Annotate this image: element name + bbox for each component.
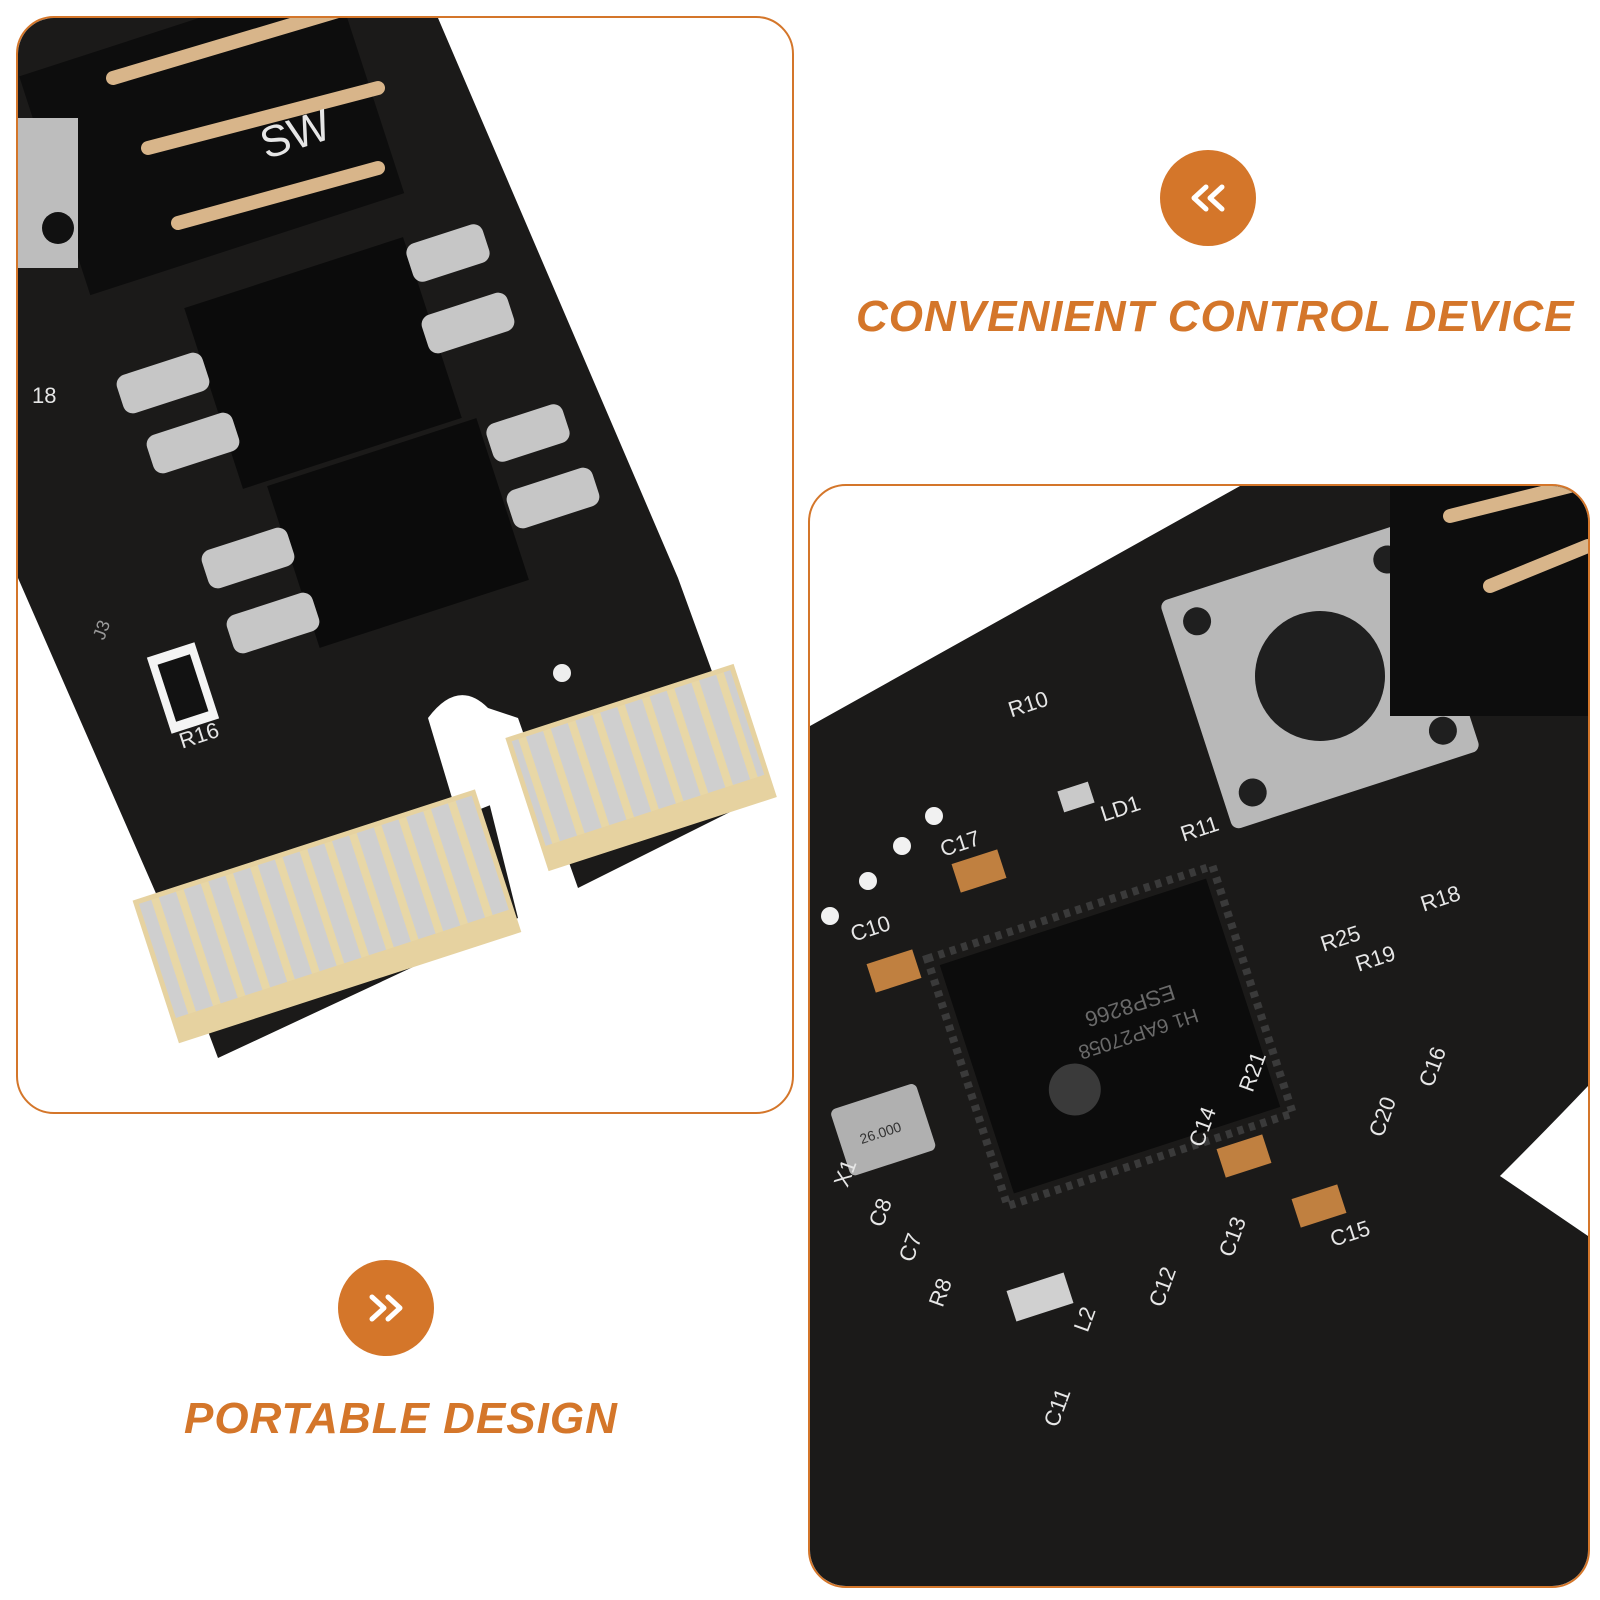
double-chevron-left-icon bbox=[1160, 150, 1256, 246]
pcb-edge-connector-photo: SW R16 18 J3 bbox=[16, 16, 794, 1114]
pcb-illustration: SW R16 18 J3 bbox=[18, 18, 777, 1058]
pcb-closeup-illustration: ESP8266 H1 6AP27058 26.000 R10 LD1 R11 C… bbox=[810, 486, 1588, 1586]
mosfet-chip-2 bbox=[201, 404, 600, 654]
esp8266-chip: ESP8266 H1 6AP27058 bbox=[922, 860, 1298, 1212]
crystal-oscillator: 26.000 bbox=[831, 1084, 936, 1176]
silkscreen-18: 18 bbox=[32, 383, 56, 408]
feature-caption-control: CONVENIENT CONTROL DEVICE bbox=[856, 292, 1575, 341]
mosfet-chip-1 bbox=[116, 224, 515, 489]
double-chevron-right-icon bbox=[338, 1260, 434, 1356]
pcb-chip-closeup-photo: ESP8266 H1 6AP27058 26.000 R10 LD1 R11 C… bbox=[808, 484, 1590, 1588]
feature-caption-portable: PORTABLE DESIGN bbox=[184, 1394, 618, 1443]
